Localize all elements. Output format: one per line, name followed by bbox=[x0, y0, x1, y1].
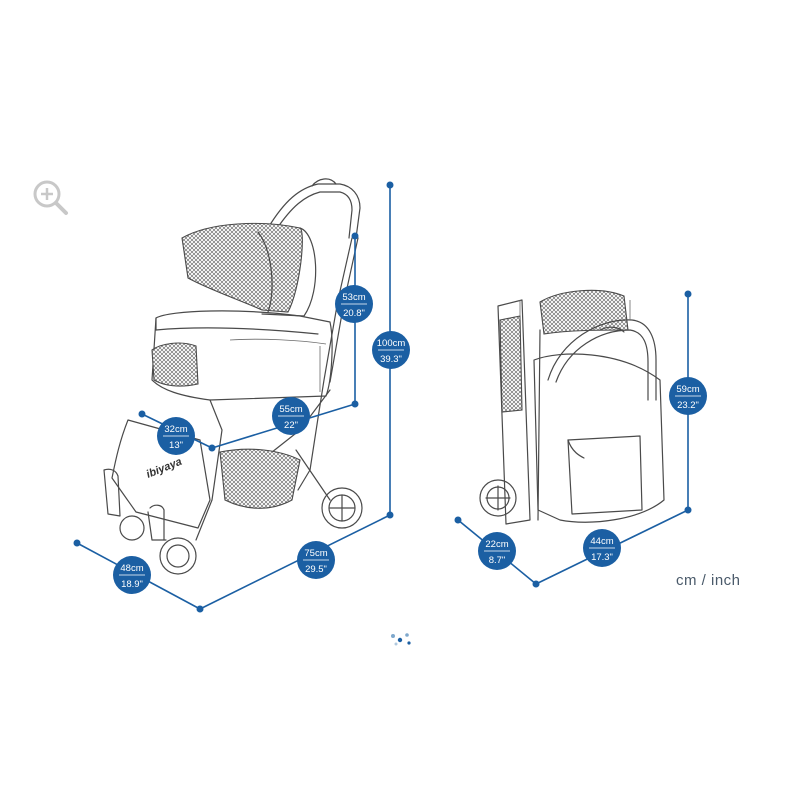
badge-inch-value: 13" bbox=[169, 440, 183, 451]
dim-endpoint bbox=[351, 232, 359, 240]
zoom-in-button[interactable] bbox=[30, 177, 72, 219]
dimension-badge-open-length: 75cm 29.5" bbox=[297, 541, 335, 579]
badge-cm-value: 75cm bbox=[304, 548, 327, 559]
badge-cm-value: 48cm bbox=[120, 563, 143, 574]
dim-line-open-length bbox=[199, 514, 391, 610]
badge-cm-value: 44cm bbox=[590, 536, 613, 547]
dimension-badge-open-seat-width: 32cm 13" bbox=[157, 417, 195, 455]
badge-cm-value: 100cm bbox=[377, 338, 406, 349]
dimension-badge-open-seat-depth: 55cm 22" bbox=[272, 397, 310, 435]
dim-endpoint bbox=[684, 290, 692, 298]
thumbnail-decoration bbox=[388, 630, 414, 648]
dimension-badge-open-seat-height: 53cm 20.8" bbox=[335, 285, 373, 323]
badge-inch-value: 20.8" bbox=[343, 308, 365, 319]
dim-endpoint bbox=[138, 410, 146, 418]
dimension-badge-open-width: 48cm 18.9" bbox=[113, 556, 151, 594]
badge-inch-value: 29.5" bbox=[305, 564, 327, 575]
badge-inch-value: 18.9" bbox=[121, 579, 143, 590]
badge-inch-value: 39.3" bbox=[380, 354, 402, 365]
units-label: cm / inch bbox=[676, 572, 741, 589]
badge-cm-value: 59cm bbox=[676, 384, 699, 395]
dim-endpoint bbox=[386, 181, 394, 189]
dim-endpoint bbox=[73, 539, 81, 547]
open-stroller-illustration: ibiyaya bbox=[103, 178, 363, 575]
badge-inch-value: 22" bbox=[284, 420, 298, 431]
badge-cm-value: 22cm bbox=[485, 539, 508, 550]
badge-cm-value: 32cm bbox=[164, 424, 187, 435]
badge-inch-value: 17.3" bbox=[591, 552, 613, 563]
badge-cm-value: 55cm bbox=[279, 404, 302, 415]
badge-inch-value: 8.7" bbox=[489, 555, 506, 566]
dimension-badge-folded-width: 44cm 17.3" bbox=[583, 529, 621, 567]
dim-endpoint bbox=[454, 516, 462, 524]
folded-stroller-illustration bbox=[479, 289, 665, 525]
dimension-badge-folded-height: 59cm 23.2" bbox=[669, 377, 707, 415]
zoom-in-icon bbox=[33, 180, 68, 215]
badge-cm-value: 53cm bbox=[342, 292, 365, 303]
dimension-badge-open-total-height: 100cm 39.3" bbox=[372, 331, 410, 369]
badge-inch-value: 23.2" bbox=[677, 400, 699, 411]
dimension-badge-folded-depth: 22cm 8.7" bbox=[478, 532, 516, 570]
brand-logo-text: ibiyaya bbox=[145, 456, 184, 481]
